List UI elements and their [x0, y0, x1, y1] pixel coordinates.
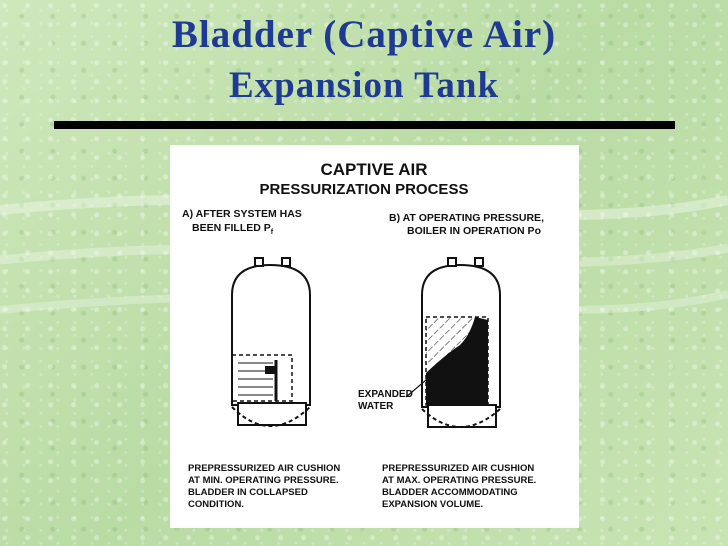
svg-text:BLADDER IN COLLAPSED: BLADDER IN COLLAPSED: [188, 487, 308, 498]
svg-text:CONDITION.: CONDITION.: [188, 499, 244, 510]
expanded-label-line2: WATER: [358, 401, 394, 412]
diagram-heading-line2: PRESSURIZATION PROCESS: [260, 181, 469, 198]
tank-b: [421, 257, 501, 428]
slide-title-line2: Expansion Tank: [228, 65, 500, 106]
expanded-leader-line: [405, 374, 433, 398]
captive-air-diagram: CAPTIVE AIR PRESSURIZATION PROCESS A) AF…: [182, 160, 544, 510]
caption-a: PREPRESSURIZED AIR CUSHION AT MIN. OPERA…: [188, 463, 340, 510]
label-a-line2: BEEN FILLED Pf: [192, 222, 274, 236]
label-b-line2: BOILER IN OPERATION Po: [407, 225, 541, 237]
diagram-heading-line1: CAPTIVE AIR: [320, 160, 427, 179]
svg-text:BLADDER ACCOMMODATING: BLADDER ACCOMMODATING: [382, 487, 518, 498]
caption-b: PREPRESSURIZED AIR CUSHION AT MAX. OPERA…: [382, 463, 536, 510]
tank-a: [231, 257, 311, 427]
label-b-line1: B) AT OPERATING PRESSURE,: [389, 212, 544, 224]
svg-text:AT MAX. OPERATING PRESSURE.: AT MAX. OPERATING PRESSURE.: [382, 475, 536, 486]
svg-text:PREPRESSURIZED AIR CUSHION: PREPRESSURIZED AIR CUSHION: [188, 463, 340, 474]
svg-text:PREPRESSURIZED AIR CUSHION: PREPRESSURIZED AIR CUSHION: [382, 463, 534, 474]
svg-text:EXPANSION VOLUME.: EXPANSION VOLUME.: [382, 499, 483, 510]
title-rule: [54, 121, 675, 129]
diagram-panel: CAPTIVE AIR PRESSURIZATION PROCESS A) AF…: [170, 145, 579, 528]
svg-text:AT MIN. OPERATING PRESSURE.: AT MIN. OPERATING PRESSURE.: [188, 475, 339, 486]
expanded-water-region: [426, 317, 488, 405]
slide-title-line1: Bladder (Captive Air): [171, 13, 557, 56]
label-a-line1: A) AFTER SYSTEM HAS: [182, 208, 302, 220]
expanded-label-line1: EXPANDED: [358, 389, 413, 400]
